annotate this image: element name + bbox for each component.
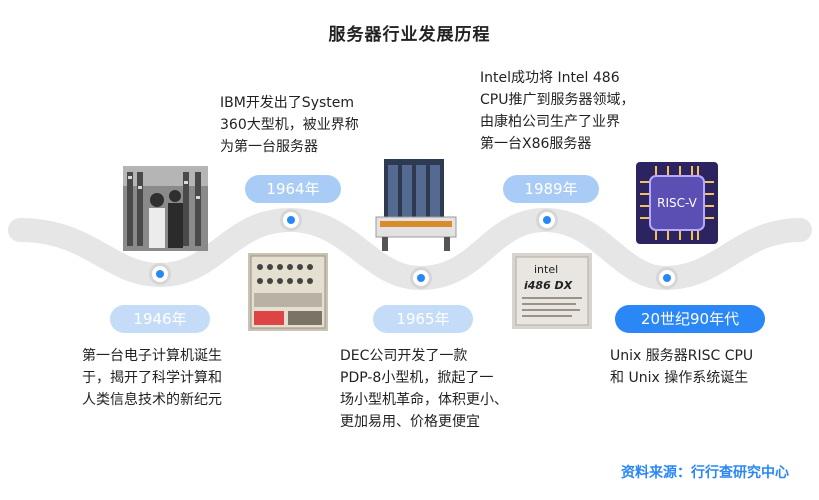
timeline-dot-1989 [539,212,555,228]
event-desc-1990s: Unix 服务器RISC CPU 和 Unix 操作系统诞生 [610,348,754,386]
event-desc-1964: IBM开发出了System 360大型机，被业界称 为第一台服务器 [220,95,359,155]
chip-brand-text: intel [534,263,558,276]
pdp-8-photo [375,159,457,251]
event-desc-1965: DEC公司开发了一款 PDP-8小型机，掀起了一 场小型机革命，体积更小、 更加… [340,348,508,430]
year-pill-1989: 1989年 [503,175,599,203]
timeline-dot-1964 [283,212,299,228]
event-desc-1989: Intel成功将 Intel 486 CPU推广到服务器领域， 由康柏公司生产了… [480,70,635,152]
source-note: 资料来源：行行查研究中心 [621,465,789,481]
year-pill-1965: 1965年 [373,305,473,333]
event-desc-1946: 第一台电子计算机诞生 于，揭开了科学计算和 人类信息技术的新纪元 [82,348,222,408]
risc-v-label: RISC-V [657,196,698,210]
page-title: 服务器行业发展历程 [328,25,491,45]
year-pill-1964: 1964年 [245,175,341,203]
timeline-dot-1946 [152,266,168,282]
risc-v-chip-icon: RISC-V [636,162,718,244]
chip-model-text: i486 DX [524,279,573,292]
ibm-system-360-photo [248,253,328,331]
year-pill-1990s: 20世纪90年代 [615,305,765,333]
intel-486-chip-photo: intel i486 DX [512,253,592,329]
timeline-dot-1965 [413,270,429,286]
timeline-dot-1990s [659,270,675,286]
year-pill-1946: 1946年 [110,305,210,333]
eniac-photo [123,166,208,251]
